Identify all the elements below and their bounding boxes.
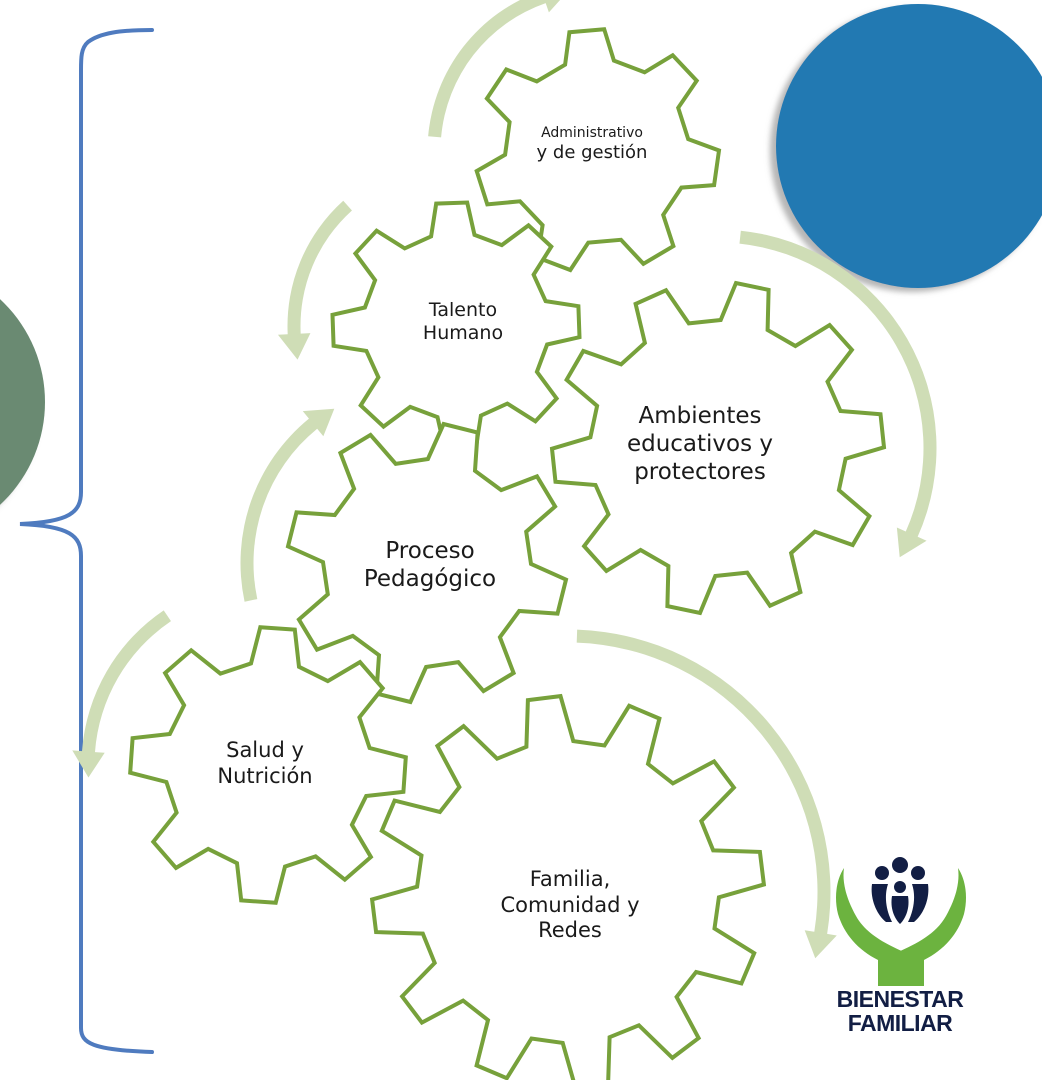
gear-label-ambientes: Ambientes educativos y protectores	[626, 403, 774, 486]
curly-bracket	[19, 28, 154, 1054]
green-circle	[0, 299, 45, 505]
logo-text-line1: BIENESTAR	[836, 986, 964, 1012]
gear-label-proceso: Proceso Pedagógico	[363, 538, 497, 593]
arrow-talento	[277, 200, 352, 360]
gear-salud	[128, 625, 408, 905]
gear-ambientes	[549, 280, 887, 616]
arrow-administrativo	[428, 0, 561, 138]
logo-left-hand-icon	[836, 868, 904, 986]
gear-familia	[369, 693, 767, 1080]
gear-label-talento: Talento Humano	[422, 299, 504, 345]
logo-right-hand-icon	[898, 868, 966, 986]
arrow-salud	[72, 610, 171, 778]
logo-text-line2: FAMILIAR	[847, 1010, 953, 1036]
gear-proceso	[285, 421, 569, 705]
blue-circle	[776, 4, 1042, 288]
logo-text: BIENESTAR FAMILIAR	[830, 987, 970, 1035]
arrow-proceso	[240, 408, 335, 602]
arrows-layer	[72, 0, 937, 959]
gear-label-administrativo: Administrativo y de gestión	[536, 125, 648, 164]
gear-label-familia: Familia, Comunidad y Redes	[500, 867, 640, 943]
bienestar-familiar-logo	[836, 857, 966, 986]
arrow-ambientes	[739, 230, 937, 558]
logo-family-icon	[871, 857, 929, 924]
gear-administrativo	[474, 27, 722, 273]
gear-talento	[330, 200, 582, 452]
gears-layer	[128, 27, 887, 1080]
gear-label-salud: Salud y Nutrición	[217, 738, 313, 788]
